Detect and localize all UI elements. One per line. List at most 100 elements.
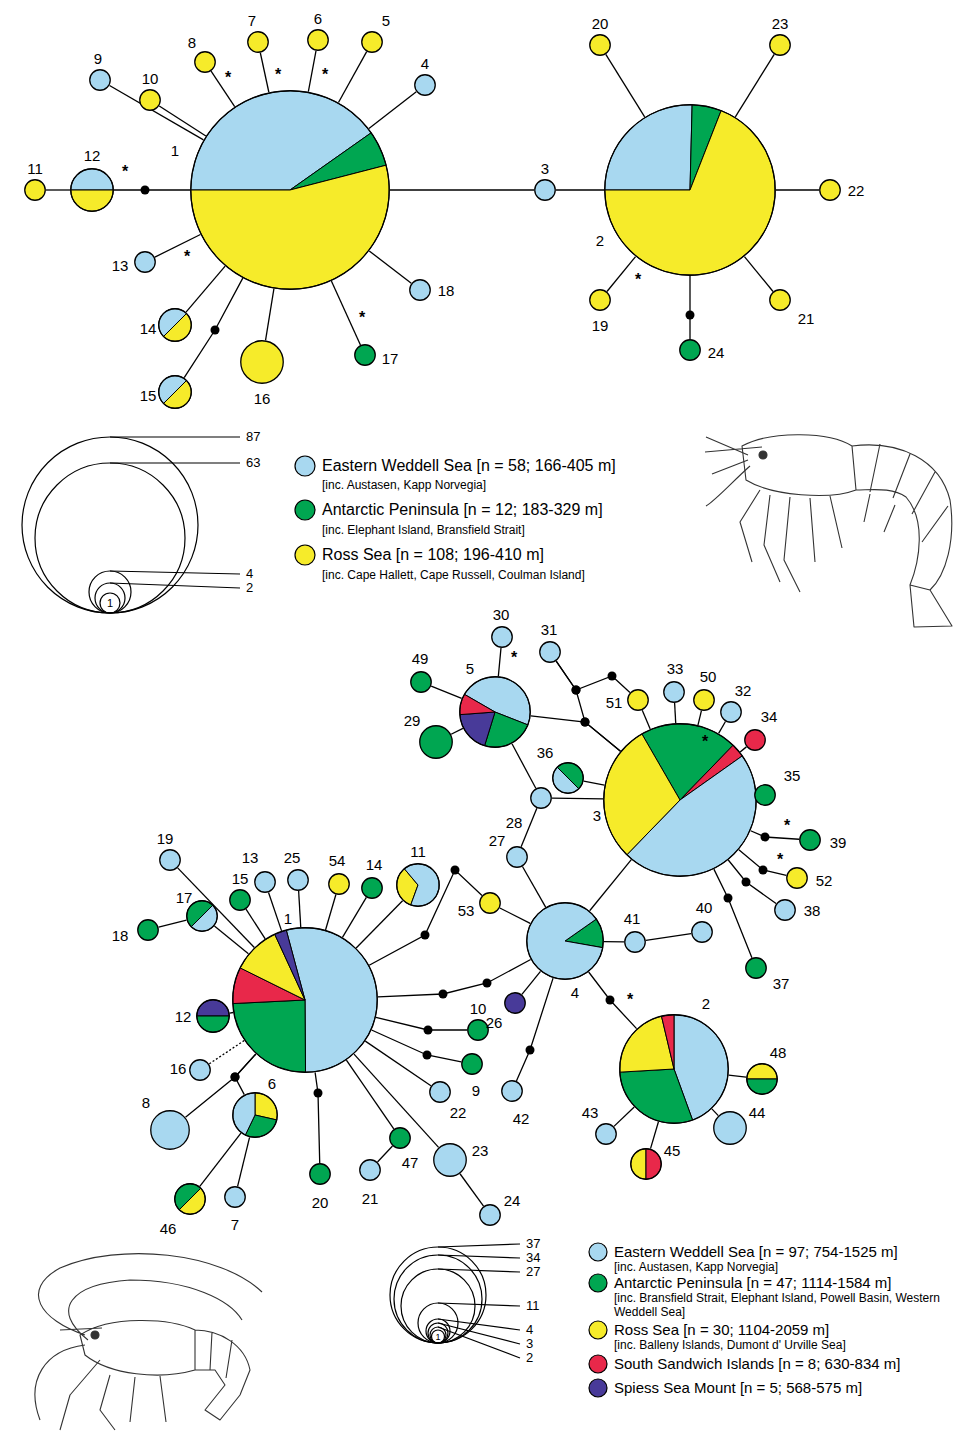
mutation-link (114, 189, 190, 190)
haplotype-outline (362, 878, 383, 899)
pie-chart (419, 725, 453, 759)
mutation-link (522, 971, 541, 994)
pie-chart (539, 641, 561, 663)
mutation-asterisk: * (635, 271, 641, 289)
mutation-link (740, 747, 746, 752)
pie-chart (174, 1183, 206, 1215)
median-vector (526, 1046, 535, 1055)
shrimp-eye (91, 1331, 99, 1339)
haplotype-outline (288, 870, 309, 891)
haplotype-outline (233, 1093, 278, 1138)
pie-chart (691, 921, 713, 943)
haplotype-outline (721, 702, 742, 723)
pie-chart (461, 1053, 483, 1075)
haplotype-number: 17 (176, 890, 193, 905)
legend-swatch-circle (589, 1274, 607, 1292)
scale-number: 11 (526, 1299, 540, 1314)
haplotype-circle: 27 (506, 846, 528, 868)
haplotype-number: 43 (582, 1105, 599, 1120)
haplotype-circle: 13 (254, 871, 276, 893)
mutation-link (211, 71, 235, 107)
haplotype-number: 12 (175, 1009, 192, 1024)
median-vector (686, 311, 695, 320)
pie-chart (232, 1092, 278, 1138)
haplotype-circle: 33 (663, 681, 685, 703)
haplotype-outline (135, 252, 156, 273)
mutation-link (521, 808, 537, 847)
haplotype-number: 11 (410, 844, 426, 859)
haplotype-outline (190, 1060, 211, 1081)
mutation-link (614, 1107, 634, 1126)
pie-chart (534, 179, 556, 201)
mutation-link (200, 1133, 241, 1186)
scale-number: 34 (526, 1251, 540, 1266)
legend-text: Spiess Sea Mount [n = 5; 568-575 m] (614, 1380, 862, 1397)
legend-note: [inc. Elephant Island, Bransfield Strait… (322, 524, 525, 538)
pie-chart (552, 762, 584, 794)
haplotype-number: 16 (254, 391, 271, 406)
pie-slice (527, 903, 603, 980)
pie-slice (233, 1000, 306, 1072)
pie-chart (799, 829, 821, 851)
scale-circle (89, 571, 131, 613)
median-vector (439, 990, 448, 999)
median-vector (761, 833, 770, 842)
haplotype-number: 48 (770, 1045, 787, 1060)
legend-note: [inc. Austasen, Kapp Norvegia] (322, 479, 486, 493)
haplotype-outline (820, 180, 841, 201)
haplotype-circle: 6 (232, 1092, 278, 1138)
pie-chart (137, 919, 159, 941)
haplotype-outline (241, 341, 284, 384)
haplotype-circle: 32 (720, 701, 742, 723)
mutation-link (372, 1030, 462, 1062)
haplotype-number: 24 (504, 1193, 521, 1208)
haplotype-outline (694, 690, 715, 711)
mutation-asterisk: * (184, 248, 190, 266)
pie-chart (433, 1143, 467, 1177)
mutation-link (590, 860, 632, 911)
mutation-link (238, 1137, 250, 1186)
scale-circle (100, 593, 120, 613)
pie-chart (479, 892, 501, 914)
pie-chart (663, 681, 685, 703)
median-vector (581, 718, 590, 727)
pie-slice (605, 105, 692, 190)
mutation-link (689, 276, 690, 339)
mutation-link (556, 189, 604, 190)
haplotype-circle: 9 (89, 69, 111, 91)
pie-chart (754, 784, 776, 806)
legend-note: [inc. Bransfield Strait, Elephant Island… (614, 1292, 954, 1320)
mutation-link (646, 934, 691, 941)
mutation-link (331, 281, 360, 345)
pie-chart (396, 863, 440, 907)
mutation-link (451, 728, 463, 734)
mutation-link (719, 722, 726, 734)
legend-text: Eastern Weddell Sea [n = 97; 754-1525 m] (614, 1244, 898, 1261)
legend-swatch (294, 499, 316, 521)
haplotype-circle: 1 (232, 927, 378, 1073)
pie-chart (354, 344, 376, 366)
pie-slice (71, 169, 114, 190)
mutation-asterisk: * (225, 69, 231, 87)
mutation-link (744, 257, 773, 292)
mutation-link (739, 850, 786, 876)
haplotype-circle: 11 (396, 863, 440, 907)
mutation-link (500, 908, 530, 923)
mutation-link (556, 661, 630, 692)
pie-chart (189, 1059, 211, 1081)
pie-chart (744, 729, 766, 751)
haplotype-circle: 43 (595, 1123, 617, 1145)
haplotype-circle: 14 (158, 308, 192, 342)
mutation-link (714, 869, 752, 958)
pie-chart (361, 877, 383, 899)
mutation-link (155, 234, 201, 257)
pie-slice (197, 1016, 230, 1032)
pie-chart (589, 289, 611, 311)
mutation-link (326, 895, 336, 930)
haplotype-number: 54 (329, 853, 346, 868)
haplotype-circle: 28 (530, 787, 552, 809)
mutation-link (751, 831, 799, 840)
pie-chart (190, 90, 390, 290)
scale-leader (110, 437, 240, 588)
haplotype-outline (631, 1149, 662, 1180)
